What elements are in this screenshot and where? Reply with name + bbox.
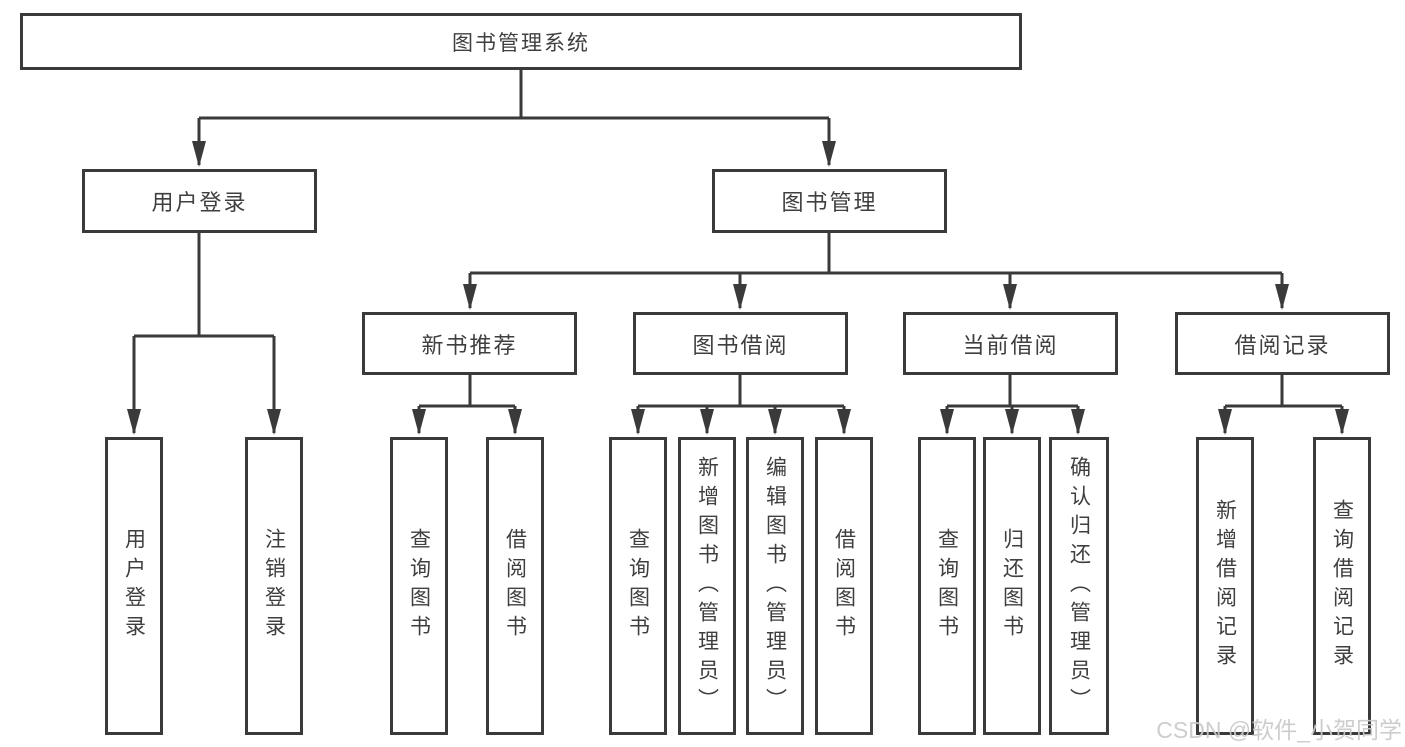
connector-root-trunk: [199, 70, 829, 120]
leaf-nb-borrow-books: 借阅图书: [486, 437, 544, 735]
leaf-br-query-record: 查询借阅记录: [1313, 437, 1371, 735]
leaf-br-query-record-label: 查询借阅记录: [1330, 499, 1354, 673]
leaf-br-add-record: 新增借阅记录: [1196, 437, 1254, 735]
leaf-user-login: 用户登录: [105, 437, 163, 735]
leaf-bb-edit-books-admin-label: 编辑图书（管理员）: [763, 455, 787, 717]
connector-current-borrow-trunk: [947, 375, 1078, 408]
connector-new-book-trunk: [419, 375, 515, 408]
node-book-borrow: 图书借阅: [633, 312, 848, 375]
leaf-logout-label: 注销登录: [262, 528, 286, 644]
leaf-user-login-label: 用户登录: [122, 528, 146, 644]
leaf-cb-return-books-label: 归还图书: [1000, 528, 1024, 644]
connector-book-management-trunk: [470, 233, 1282, 275]
leaf-bb-borrow-books-label: 借阅图书: [832, 528, 856, 644]
leaf-bb-add-books-admin: 新增图书（管理员）: [678, 437, 736, 735]
leaf-bb-add-books-admin-label: 新增图书（管理员）: [695, 455, 719, 717]
node-user-login: 用户登录: [82, 169, 317, 233]
leaf-nb-query-books-label: 查询图书: [407, 528, 431, 644]
leaf-bb-edit-books-admin: 编辑图书（管理员）: [746, 437, 804, 735]
node-book-borrow-label: 图书借阅: [692, 332, 789, 358]
node-borrow-records-label: 借阅记录: [1234, 332, 1331, 358]
leaf-logout: 注销登录: [245, 437, 303, 735]
leaf-br-add-record-label: 新增借阅记录: [1213, 499, 1237, 673]
leaf-nb-query-books: 查询图书: [390, 437, 448, 735]
leaf-cb-confirm-return-admin-label: 确认归还（管理员）: [1067, 455, 1091, 717]
leaf-cb-query-books-label: 查询图书: [935, 528, 959, 644]
leaf-bb-query-books-label: 查询图书: [626, 528, 650, 644]
leaf-cb-return-books: 归还图书: [983, 437, 1041, 735]
node-new-book-recommend: 新书推荐: [362, 312, 577, 375]
connector-user-login-trunk: [134, 233, 274, 338]
node-user-login-label: 用户登录: [151, 190, 248, 215]
connector-borrow-records-trunk: [1225, 375, 1342, 408]
connector-book-borrow-trunk: [638, 375, 844, 408]
node-book-management-label: 图书管理: [781, 190, 878, 215]
leaf-bb-borrow-books: 借阅图书: [815, 437, 873, 735]
node-book-management: 图书管理: [712, 169, 947, 233]
node-borrow-records: 借阅记录: [1175, 312, 1390, 375]
node-current-borrow: 当前借阅: [903, 312, 1118, 375]
leaf-cb-query-books: 查询图书: [918, 437, 976, 735]
leaf-cb-confirm-return-admin: 确认归还（管理员）: [1049, 437, 1109, 735]
leaf-bb-query-books: 查询图书: [609, 437, 667, 735]
node-current-borrow-label: 当前借阅: [962, 332, 1059, 358]
node-new-book-recommend-label: 新书推荐: [421, 332, 518, 358]
node-library-system: 图书管理系统: [20, 13, 1022, 70]
node-library-system-label: 图书管理系统: [452, 31, 590, 55]
csdn-watermark: CSDN @软件_小贺同学: [1156, 717, 1402, 743]
leaf-nb-borrow-books-label: 借阅图书: [503, 528, 527, 644]
